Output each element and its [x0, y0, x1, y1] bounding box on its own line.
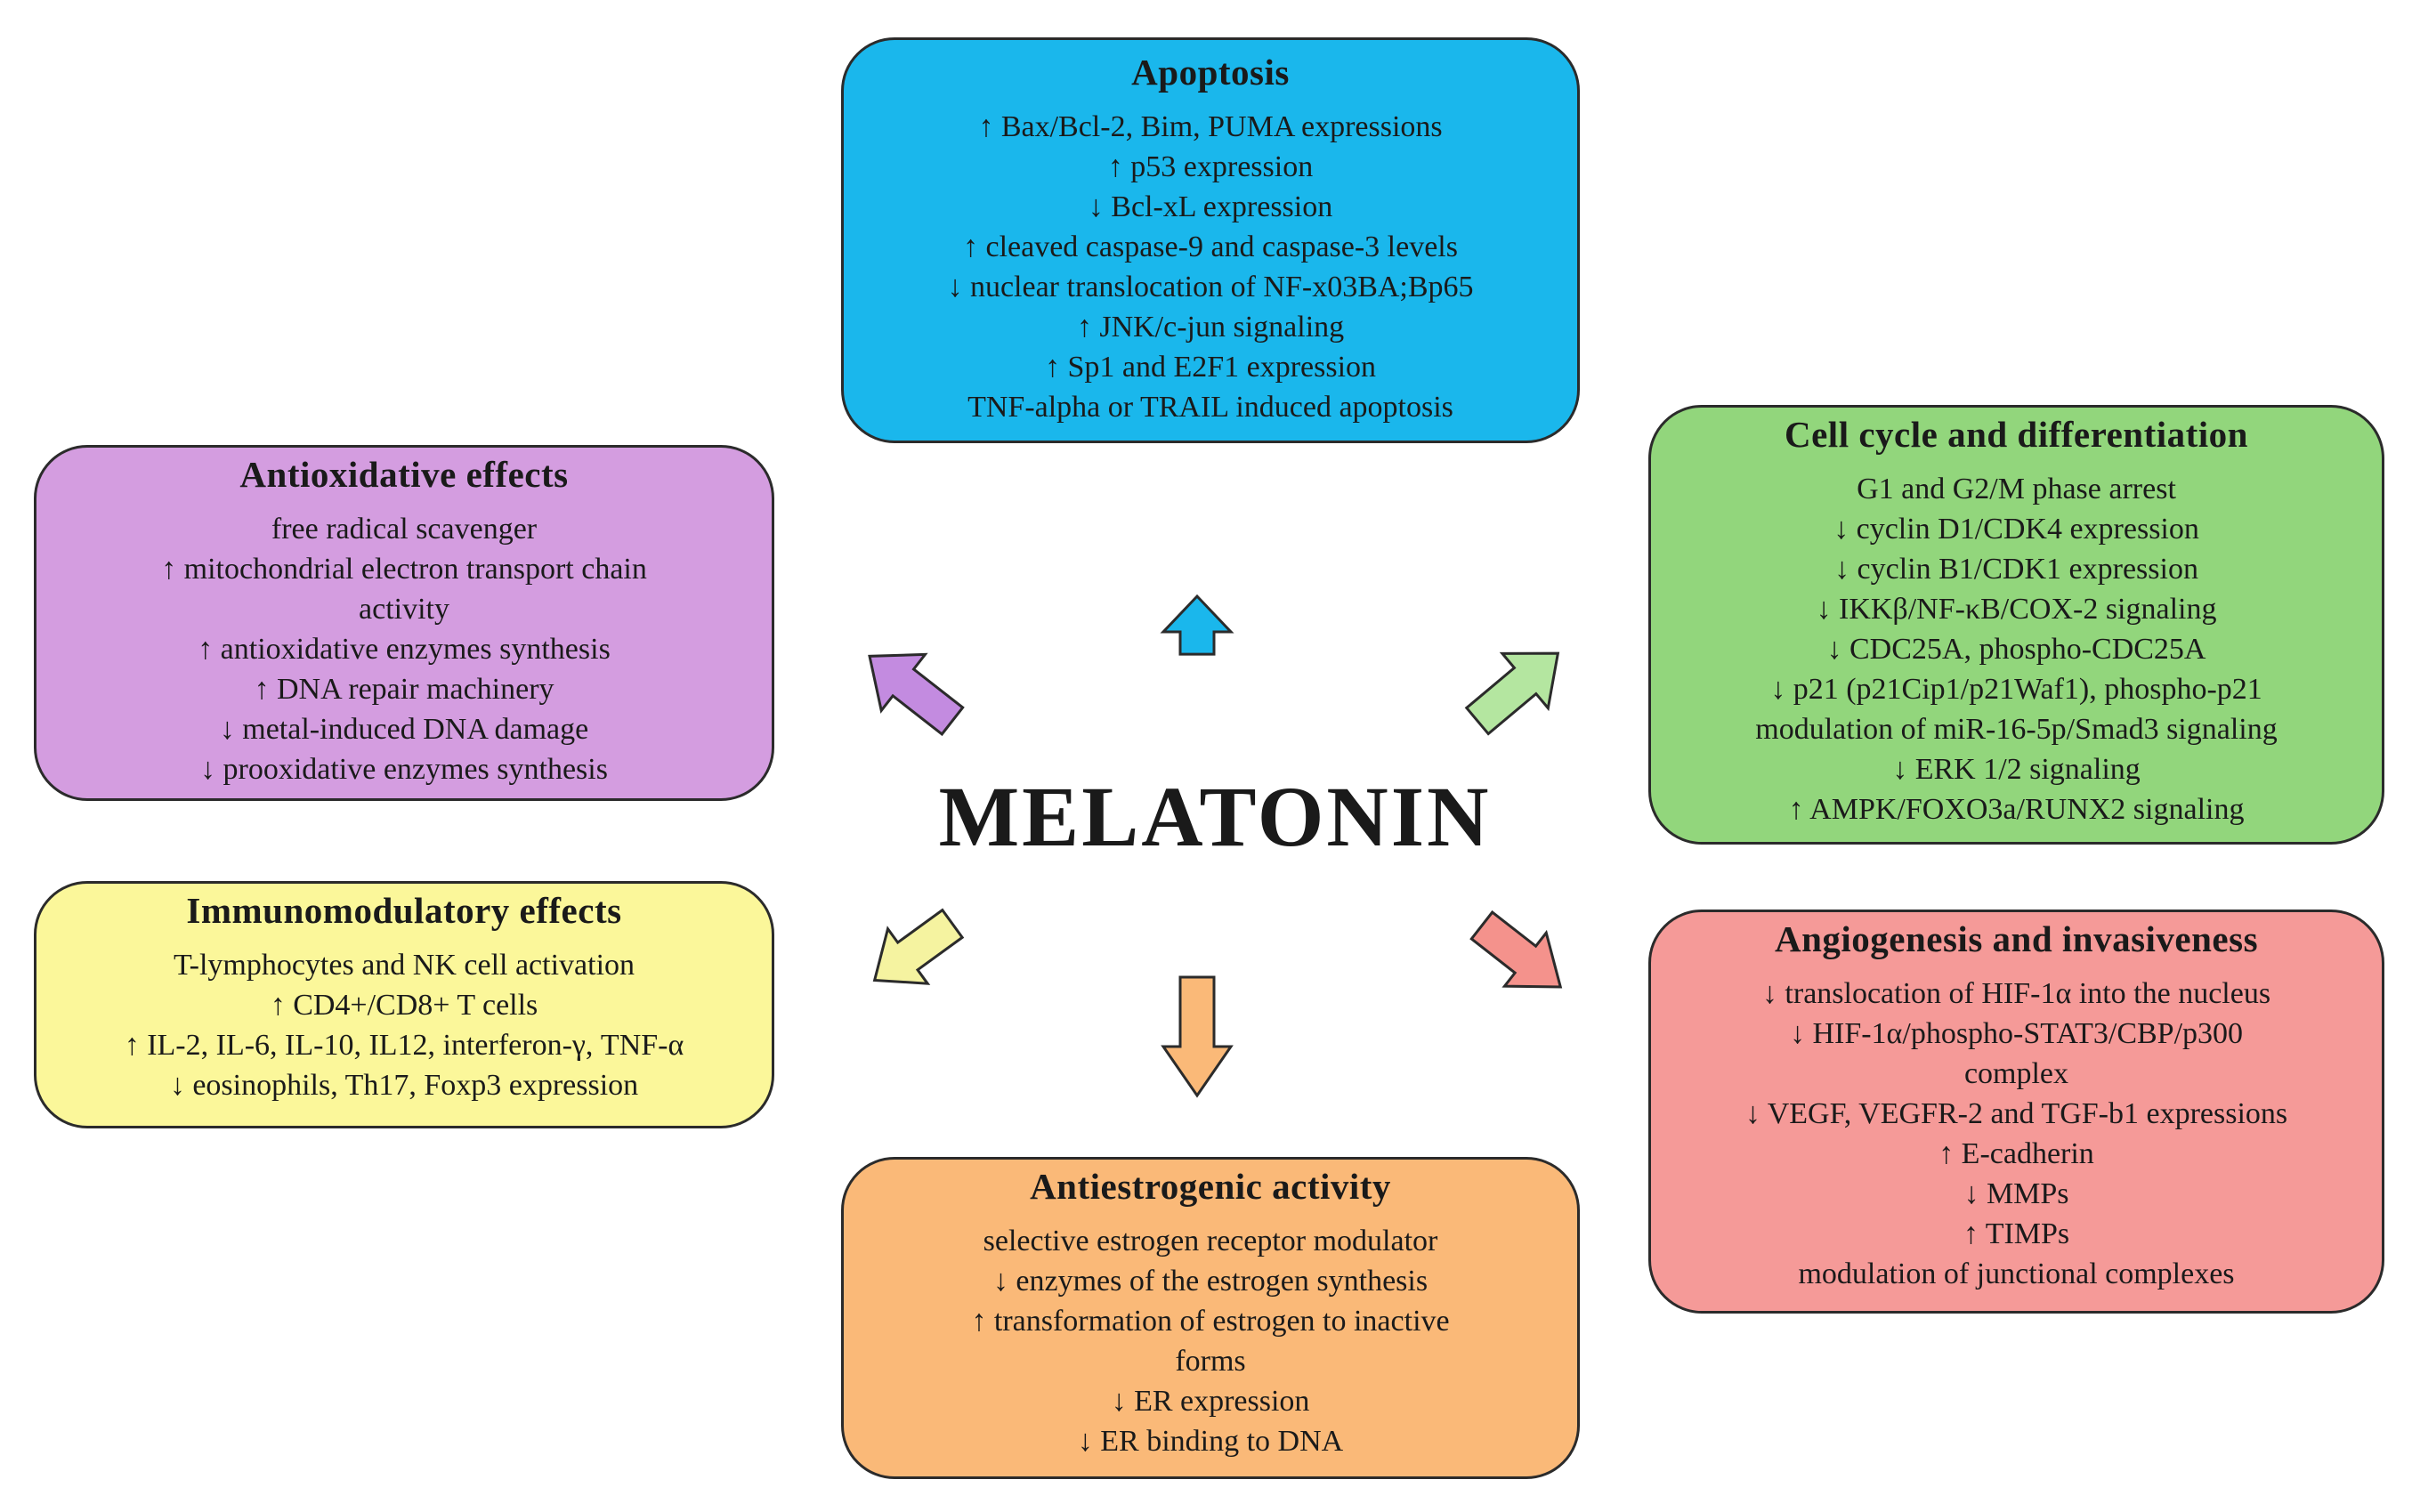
list-item: ↓ ER binding to DNA [1077, 1425, 1344, 1459]
list-item: TNF-alpha or TRAIL induced apoptosis [967, 391, 1453, 424]
list-item: ↑ mitochondrial electron transport chain [161, 553, 647, 586]
antioxidative-list: free radical scavenger ↑ mitochondrial el… [36, 509, 772, 789]
arrow-up-right-cellcycle [1464, 651, 1560, 736]
list-item: ↓ cyclin D1/CDK4 expression [1833, 513, 2199, 546]
list-item: forms [1175, 1345, 1246, 1379]
list-item: T-lymphocytes and NK cell activation [173, 949, 635, 982]
list-item: modulation of miR-16-5p/Smad3 signaling [1755, 713, 2278, 747]
list-item: activity [359, 593, 449, 627]
arrow-down-right-angio [1469, 910, 1563, 989]
list-item: ↓ Bcl-xL expression [1088, 190, 1333, 224]
immunomodulatory-box: Immunomodulatory effects T-lymphocytes a… [34, 881, 774, 1128]
list-item: ↓ translocation of HIF-1α into the nucle… [1761, 977, 2271, 1011]
antiestrogenic-list: selective estrogen receptor modulator ↓ e… [844, 1221, 1577, 1461]
antiestrogenic-box: Antiestrogenic activity selective estrog… [841, 1157, 1580, 1479]
list-item: ↓ nuclear translocation of NF-x03BA;Bp65 [947, 271, 1474, 304]
list-item: modulation of junctional complexes [1798, 1257, 2235, 1291]
antioxidative-title: Antioxidative effects [239, 454, 569, 495]
arrow-down-left-immuno [872, 908, 965, 985]
list-item: ↓ HIF-1α/phospho-STAT3/CBP/p300 [1789, 1017, 2244, 1051]
list-item: ↑ p53 expression [1107, 150, 1314, 184]
list-item: ↓ ER expression [1111, 1385, 1310, 1419]
list-item: complex [1963, 1057, 2069, 1091]
list-item: selective estrogen receptor modulator [983, 1225, 1438, 1258]
list-item: ↑ CD4+/CD8+ T cells [270, 989, 538, 1023]
angiogenesis-list: ↓ translocation of HIF-1α into the nucle… [1651, 974, 2382, 1294]
list-item: ↓ VEGF, VEGFR-2 and TGF-b1 expressions [1744, 1097, 2288, 1131]
list-item: ↑ TIMPs [1963, 1217, 2070, 1251]
list-item: ↓ enzymes of the estrogen synthesis [992, 1265, 1429, 1298]
list-item: ↑ DNA repair machinery [254, 673, 554, 707]
apoptosis-box: Apoptosis ↑ Bax/Bcl-2, Bim, PUMA express… [841, 37, 1580, 443]
list-item: ↑ transformation of estrogen to inactive [971, 1305, 1450, 1338]
list-item: ↑ AMPK/FOXO3a/RUNX2 signaling [1788, 793, 2245, 827]
apoptosis-title: Apoptosis [1131, 52, 1290, 93]
arrow-up-left-antioxidative [868, 652, 965, 737]
list-item: ↓ CDC25A, phospho-CDC25A [1826, 633, 2206, 667]
list-item: ↑ Bax/Bcl-2, Bim, PUMA expressions [978, 110, 1443, 144]
arrow-up-apoptosis [1160, 594, 1234, 656]
cell-cycle-box: Cell cycle and differentiation G1 and G2… [1648, 405, 2384, 845]
angiogenesis-title: Angiogenesis and invasiveness [1774, 918, 2259, 959]
list-item: ↓ metal-induced DNA damage [219, 713, 589, 747]
list-item: ↑ JNK/c-jun signaling [1076, 311, 1345, 344]
list-item: ↑ E-cadherin [1939, 1137, 2094, 1171]
cell-cycle-title: Cell cycle and differentiation [1785, 414, 2248, 455]
center-title: MELATONIN [938, 769, 1492, 864]
immunomodulatory-title: Immunomodulatory effects [186, 890, 622, 931]
immunomodulatory-list: T-lymphocytes and NK cell activation ↑ CD… [36, 945, 772, 1105]
list-item: ↓ ERK 1/2 signaling [1892, 753, 2141, 787]
list-item: ↓ cyclin B1/CDK1 expression [1834, 553, 2198, 586]
list-item: ↓ MMPs [1963, 1177, 2069, 1211]
list-item: ↑ antioxidative enzymes synthesis [198, 633, 611, 667]
arrow-down-antiestro [1161, 975, 1234, 1098]
list-item: G1 and G2/M phase arrest [1857, 473, 2176, 506]
list-item: ↑ cleaved caspase-9 and caspase-3 levels [962, 230, 1458, 264]
list-item: free radical scavenger [271, 513, 538, 546]
list-item: ↓ prooxidative enzymes synthesis [200, 753, 608, 787]
angiogenesis-box: Angiogenesis and invasiveness ↓ transloc… [1648, 910, 2384, 1314]
cell-cycle-list: G1 and G2/M phase arrest ↓ cyclin D1/CDK4… [1651, 469, 2382, 829]
list-item: ↓ p21 (p21Cip1/p21Waf1), phospho-p21 [1770, 673, 2262, 707]
apoptosis-list: ↑ Bax/Bcl-2, Bim, PUMA expressions ↑ p53 … [844, 107, 1577, 427]
antiestrogenic-title: Antiestrogenic activity [1030, 1166, 1391, 1207]
list-item: ↑ Sp1 and E2F1 expression [1044, 351, 1377, 384]
list-item: ↓ IKKβ/NF-κB/COX-2 signaling [1816, 593, 2217, 627]
list-item: ↓ eosinophils, Th17, Foxp3 expression [169, 1069, 639, 1103]
list-item: ↑ IL-2, IL-6, IL-10, IL12, interferon-γ,… [124, 1029, 684, 1063]
antioxidative-box: Antioxidative effects free radical scave… [34, 445, 774, 801]
